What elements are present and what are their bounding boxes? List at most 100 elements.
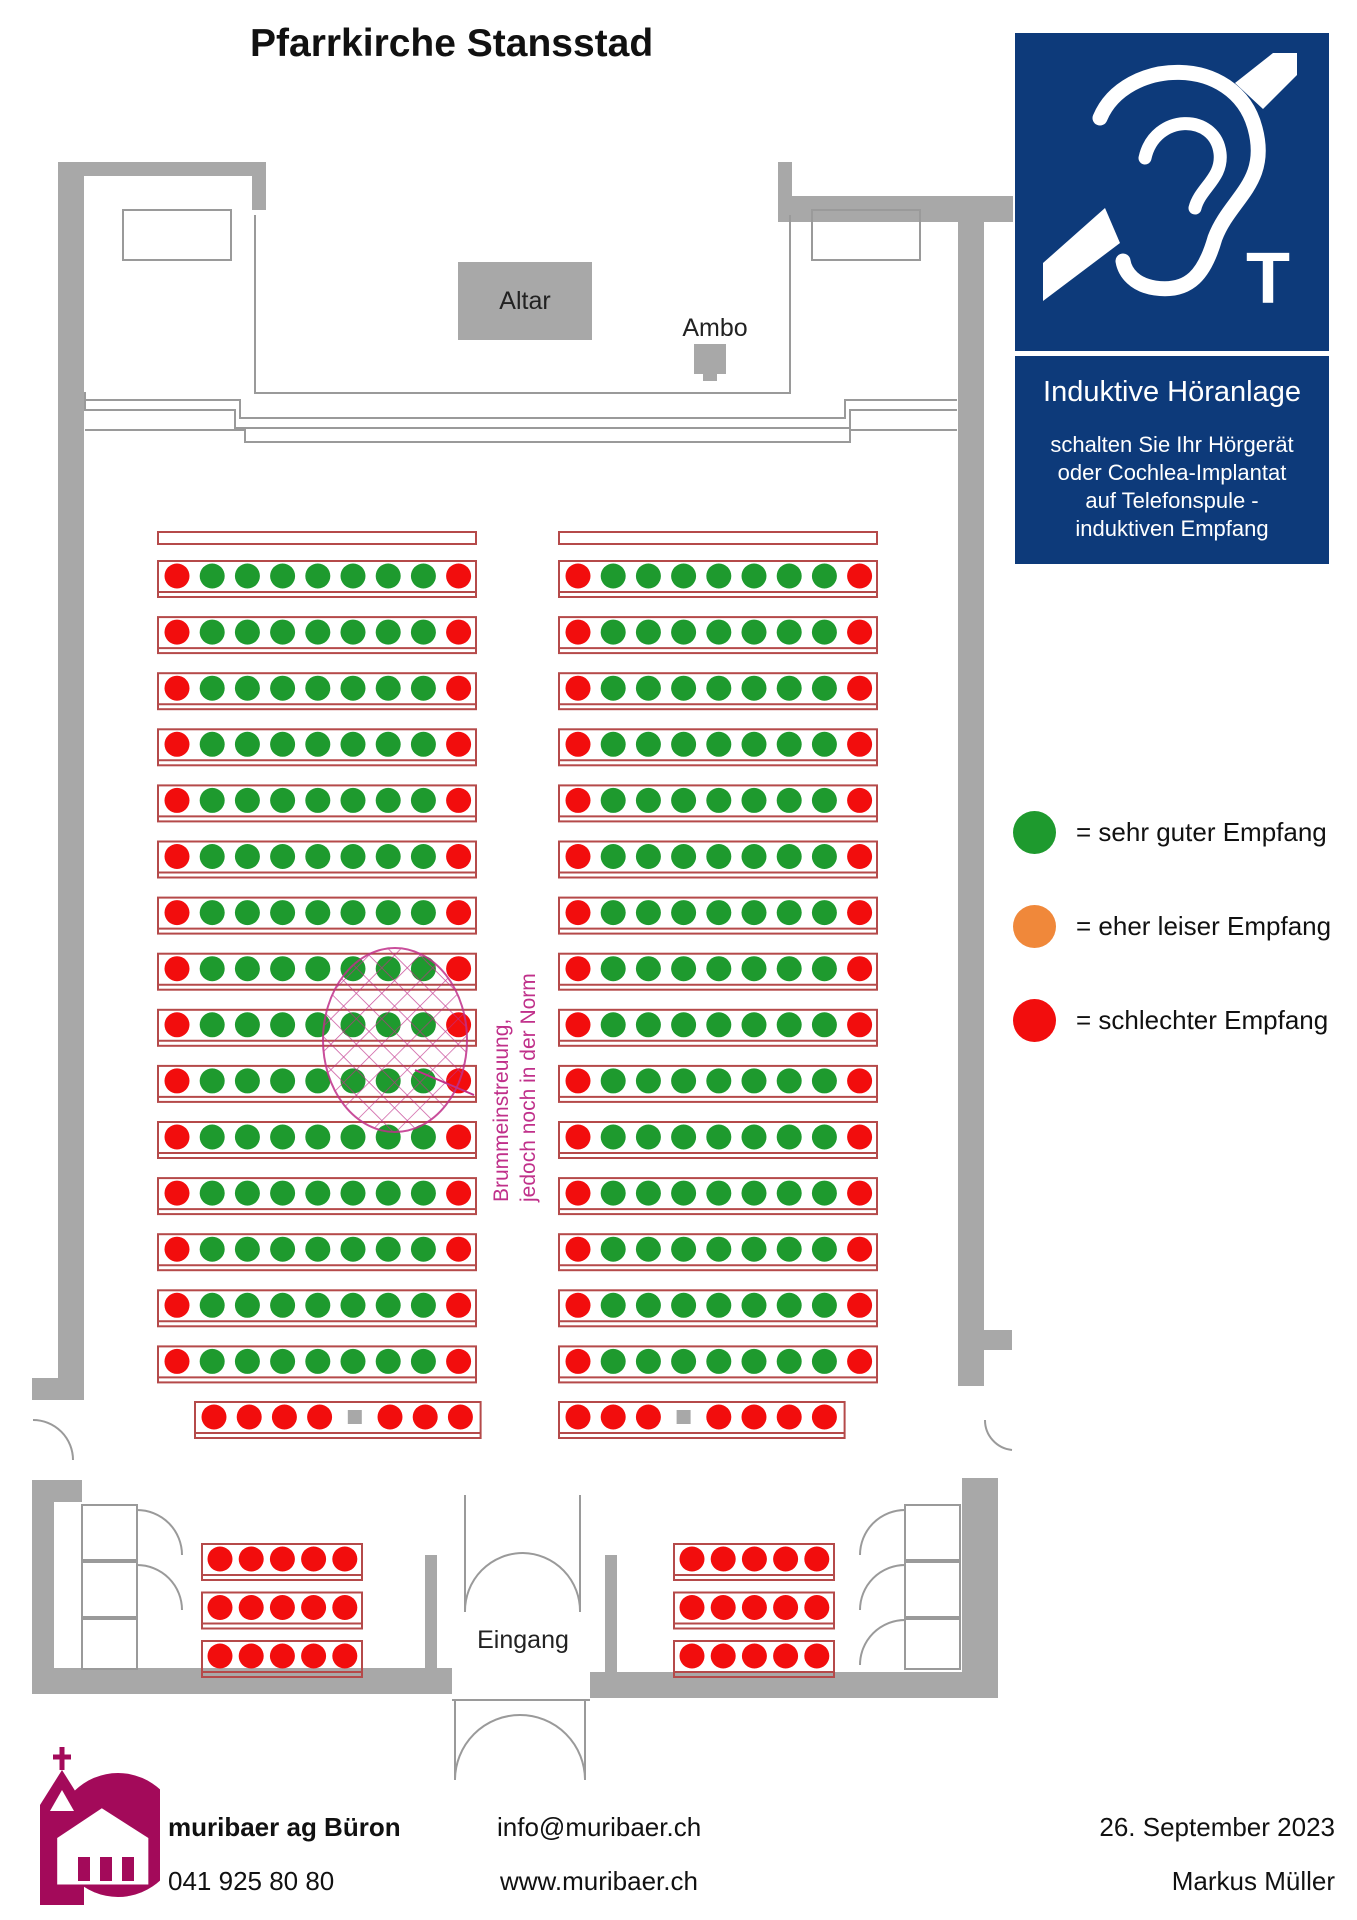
pew-left-12 <box>157 1177 477 1216</box>
pew-right-12 <box>558 1177 878 1216</box>
seat-poor <box>679 1643 705 1669</box>
seat-good <box>600 844 626 869</box>
seat-poor <box>301 1546 327 1572</box>
seat-poor <box>332 1546 358 1572</box>
entrance-label: Eingang <box>477 1626 569 1654</box>
seat-good <box>600 675 626 701</box>
seat-poor <box>565 563 591 589</box>
seat-good <box>270 1012 296 1038</box>
pew-left-back <box>194 1401 482 1439</box>
seat-good <box>706 1180 732 1206</box>
seat-good <box>600 1236 626 1262</box>
seat-good <box>671 1236 697 1262</box>
seat-good <box>776 900 802 926</box>
seat-good <box>234 787 260 813</box>
seat-good <box>270 900 296 926</box>
seat-good <box>199 956 225 982</box>
seat-good <box>671 1068 697 1094</box>
seat-poor <box>565 1180 591 1206</box>
seat-good <box>234 563 260 589</box>
seat-good <box>410 1180 436 1206</box>
seat-good <box>706 675 732 701</box>
website-link[interactable]: www.muribaer.ch <box>500 1866 698 1896</box>
seat-good <box>706 619 732 645</box>
seat-poor <box>238 1643 264 1669</box>
seat-poor <box>565 956 591 982</box>
side-pew-left-2 <box>201 1591 363 1630</box>
seat-poor <box>847 844 873 869</box>
seat-poor <box>207 1643 233 1669</box>
seat-good <box>340 563 366 589</box>
seat-good <box>671 675 697 701</box>
seat-good <box>811 956 837 982</box>
seat-good <box>600 1068 626 1094</box>
seat-good <box>410 675 436 701</box>
seat-poor <box>269 1595 295 1620</box>
front-kneeler-left <box>157 531 477 545</box>
seat-good <box>270 1292 296 1318</box>
seat-good <box>410 787 436 813</box>
seat-poor <box>164 1124 190 1150</box>
seat-good <box>270 787 296 813</box>
seat-poor <box>741 1643 767 1669</box>
seat-good <box>199 844 225 869</box>
seat-good <box>270 731 296 757</box>
seat-good <box>811 1292 837 1318</box>
seat-good <box>199 1068 225 1094</box>
seat-good <box>811 900 837 926</box>
side-structures <box>32 1419 1013 1670</box>
seat-poor <box>446 1124 472 1150</box>
seat-good <box>635 1180 661 1206</box>
pew-left-7 <box>157 896 477 935</box>
seat-poor <box>332 1643 358 1669</box>
seat-poor <box>847 675 873 701</box>
seat-good <box>706 1236 732 1262</box>
seat-good <box>635 1292 661 1318</box>
seat-poor <box>332 1595 358 1620</box>
seat-poor <box>565 1124 591 1150</box>
seat-good <box>234 1180 260 1206</box>
seat-good <box>741 1012 767 1038</box>
legend-dot-poor <box>1013 998 1056 1042</box>
seat-poor <box>847 1180 873 1206</box>
seat-good <box>305 675 331 701</box>
seat-poor <box>164 1236 190 1262</box>
seat-poor <box>301 1643 327 1669</box>
seat-good <box>340 1180 366 1206</box>
seat-poor <box>847 1124 873 1150</box>
pillar <box>347 1410 362 1424</box>
seat-good <box>706 1012 732 1038</box>
seat-poor <box>164 844 190 869</box>
seat-poor <box>446 1292 472 1318</box>
seat-good <box>741 956 767 982</box>
seat-good <box>234 675 260 701</box>
phone-number: 041 925 80 80 <box>168 1866 335 1896</box>
chancel-outline <box>84 209 957 443</box>
seat-good <box>776 844 802 869</box>
seat-good <box>600 956 626 982</box>
side-pew-left-1 <box>201 1543 363 1581</box>
seat-poor <box>446 956 472 982</box>
seat-good <box>776 563 802 589</box>
seat-good <box>706 563 732 589</box>
seat-good <box>305 731 331 757</box>
seat-good <box>410 844 436 869</box>
ambo <box>694 344 726 374</box>
seat-good <box>671 787 697 813</box>
seat-poor <box>847 1012 873 1038</box>
email-link[interactable]: info@muribaer.ch <box>497 1812 702 1842</box>
seat-poor <box>847 900 873 926</box>
seat-poor <box>446 731 472 757</box>
seat-poor <box>446 900 472 926</box>
seat-poor <box>446 619 472 645</box>
pew-right-back <box>558 1401 846 1439</box>
seat-poor <box>706 1404 732 1430</box>
seat-poor <box>565 731 591 757</box>
seat-poor <box>164 1180 190 1206</box>
seat-good <box>811 731 837 757</box>
seat-good <box>234 1012 260 1038</box>
seat-good <box>706 900 732 926</box>
entrance <box>452 1495 590 1781</box>
seat-poor <box>847 563 873 589</box>
seat-poor <box>710 1546 736 1572</box>
